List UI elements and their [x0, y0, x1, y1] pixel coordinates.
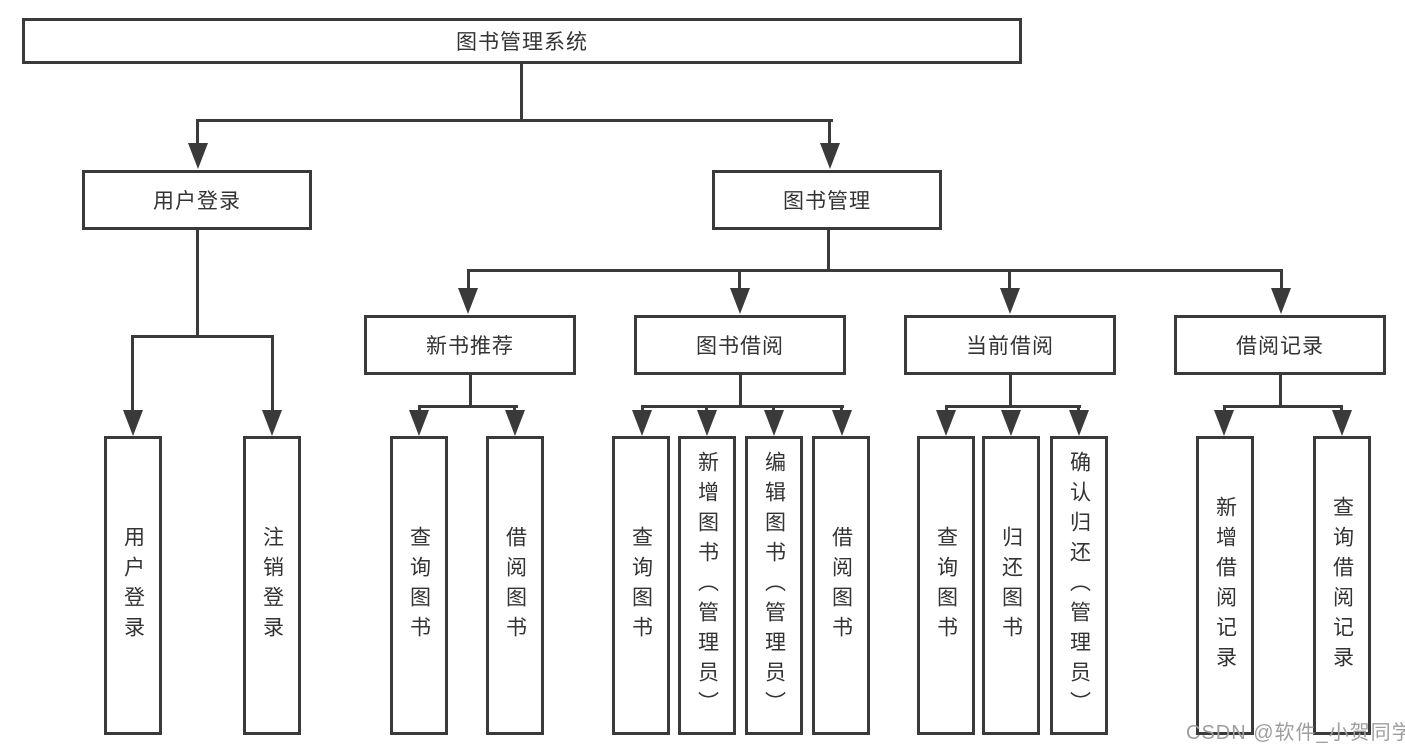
arrow-down-icon [697, 410, 717, 436]
leaf-label: 查询图书 [407, 525, 431, 646]
leaf-confirm-return-admin: 确认归还（管理员） [1050, 436, 1108, 735]
leaf-query-books-current: 查询图书 [917, 436, 975, 735]
leaf-logout: 注销登录 [243, 436, 301, 735]
node-label: 图书管理 [783, 190, 871, 213]
connector-line [739, 373, 742, 407]
connector-line [467, 269, 1283, 272]
connector-line [641, 405, 844, 408]
connector-line [1008, 269, 1011, 293]
node-label: 用户登录 [153, 190, 241, 213]
connector-line [467, 269, 470, 293]
arrow-down-icon [1214, 410, 1234, 436]
connector-line [1009, 373, 1012, 407]
leaf-label: 查询图书 [934, 525, 958, 646]
node-label: 图书管理系统 [456, 31, 588, 54]
connector-line [418, 405, 518, 408]
leaf-edit-books-admin: 编辑图书（管理员） [745, 436, 803, 735]
connector-line [197, 119, 833, 122]
leaf-label: 归还图书 [999, 525, 1023, 646]
connector-line [520, 64, 523, 122]
connector-line [945, 405, 1081, 408]
leaf-label: 查询图书 [629, 525, 653, 646]
leaf-label: 新增图书（管理员） [695, 450, 719, 721]
arrow-down-icon [262, 410, 282, 436]
leaf-query-books-recommend: 查询图书 [390, 436, 448, 735]
leaf-label: 借阅图书 [829, 525, 853, 646]
arrow-down-icon [1001, 410, 1021, 436]
leaf-label: 用户登录 [121, 525, 145, 646]
leaf-label: 新增借阅记录 [1213, 495, 1237, 676]
node-book-borrow: 图书借阅 [634, 315, 846, 375]
leaf-add-borrow-record: 新增借阅记录 [1196, 436, 1254, 735]
connector-line [1223, 405, 1343, 408]
leaf-borrow-books-recommend: 借阅图书 [486, 436, 544, 735]
node-label: 新书推荐 [426, 335, 514, 358]
arrow-down-icon [458, 288, 478, 314]
connector-line [131, 335, 274, 338]
node-library-management-system: 图书管理系统 [22, 18, 1022, 64]
node-label: 借阅记录 [1236, 335, 1324, 358]
arrow-down-icon [409, 410, 429, 436]
arrow-down-icon [764, 410, 784, 436]
connector-line [131, 335, 134, 412]
leaf-label: 编辑图书（管理员） [762, 450, 786, 721]
arrow-down-icon [505, 410, 525, 436]
leaf-add-books-admin: 新增图书（管理员） [678, 436, 736, 735]
connector-line [196, 230, 199, 337]
arrow-down-icon [1332, 410, 1352, 436]
connector-line [1279, 373, 1282, 407]
node-user-login: 用户登录 [82, 170, 312, 230]
node-current-borrow: 当前借阅 [904, 315, 1116, 375]
leaf-query-books-borrow: 查询图书 [612, 436, 670, 735]
connector-line [271, 335, 274, 412]
leaf-label: 查询借阅记录 [1330, 495, 1354, 676]
leaf-label: 借阅图书 [503, 525, 527, 646]
connector-line [827, 230, 830, 272]
connector-line [738, 269, 741, 293]
leaf-user-login: 用户登录 [104, 436, 162, 735]
node-new-book-recommend: 新书推荐 [364, 315, 576, 375]
arrow-down-icon [936, 410, 956, 436]
leaf-return-books: 归还图书 [982, 436, 1040, 735]
leaf-borrow-books: 借阅图书 [812, 436, 870, 735]
leaf-label: 确认归还（管理员） [1067, 450, 1091, 721]
arrow-down-icon [1000, 288, 1020, 314]
connector-line [469, 373, 472, 407]
node-book-management: 图书管理 [712, 170, 942, 230]
csdn-watermark: CSDN @软件_小贺同学 [1186, 722, 1405, 744]
arrow-down-icon [820, 143, 840, 169]
arrow-down-icon [123, 410, 143, 436]
leaf-query-borrow-record: 查询借阅记录 [1313, 436, 1371, 735]
arrow-down-icon [632, 410, 652, 436]
arrow-down-icon [730, 288, 750, 314]
node-borrow-record: 借阅记录 [1174, 315, 1386, 375]
arrow-down-icon [1069, 410, 1089, 436]
connector-line [1280, 269, 1283, 293]
connector-line [828, 119, 831, 149]
arrow-down-icon [832, 410, 852, 436]
arrow-down-icon [1271, 288, 1291, 314]
leaf-label: 注销登录 [260, 525, 284, 646]
node-label: 当前借阅 [966, 335, 1054, 358]
node-label: 图书借阅 [696, 335, 784, 358]
arrow-down-icon [188, 143, 208, 169]
connector-line [196, 119, 199, 149]
